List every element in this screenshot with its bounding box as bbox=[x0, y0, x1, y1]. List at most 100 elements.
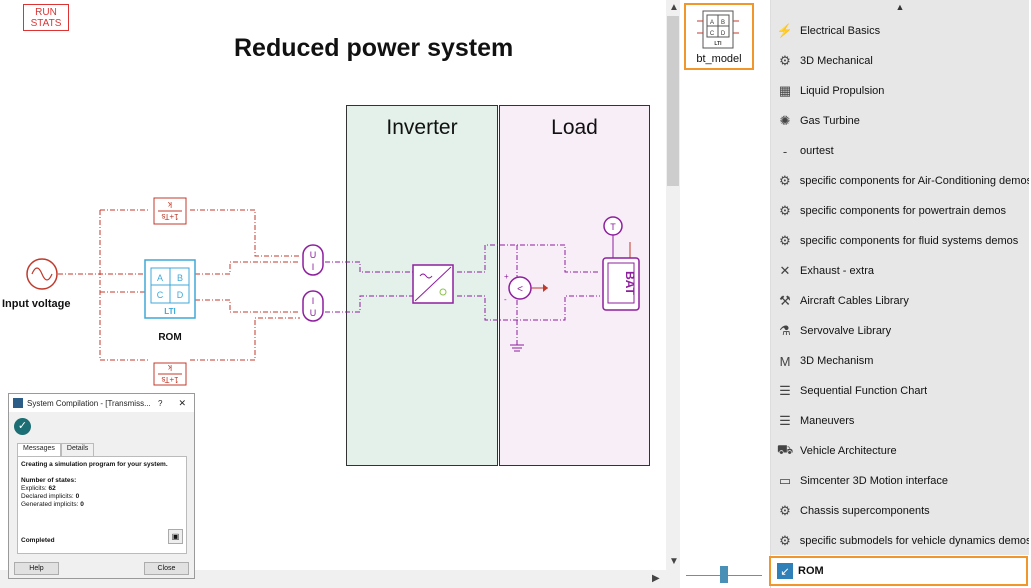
library-item-label: Exhaust - extra bbox=[800, 265, 874, 277]
library-item-label: specific components for fluid systems de… bbox=[800, 235, 1019, 247]
svg-text:A: A bbox=[710, 20, 714, 26]
tab-details[interactable]: Details bbox=[60, 443, 95, 456]
generated-value: 0 bbox=[80, 501, 84, 508]
run-stats-line2: STATS bbox=[30, 18, 62, 29]
library-item[interactable]: M 3D Mechanism bbox=[775, 346, 1029, 376]
lti-cell-d: D bbox=[177, 290, 184, 300]
diagram-svg: Input voltage k 1+Ts k 1+Ts A B C D LTI … bbox=[2, 197, 640, 386]
status-text: Completed bbox=[21, 537, 55, 544]
turbine-icon: ✺ bbox=[779, 113, 791, 128]
library-item[interactable]: ✺Gas Turbine bbox=[775, 106, 1029, 136]
library-item[interactable]: ✕ Exhaust - extra bbox=[775, 256, 1029, 286]
library-item[interactable]: ⚙3D Mechanical bbox=[775, 46, 1029, 76]
svg-text:LTI: LTI bbox=[714, 41, 722, 47]
generated-label: Generated implicits: bbox=[21, 501, 79, 508]
close-button[interactable]: Close bbox=[144, 562, 189, 575]
library-item[interactable]: ⚙ specific components for powertrain demo… bbox=[775, 196, 1029, 226]
svg-text:<: < bbox=[517, 284, 523, 295]
stop-icon[interactable]: ▣ bbox=[168, 529, 183, 544]
close-icon[interactable]: ✕ bbox=[178, 397, 186, 408]
signal-wires bbox=[58, 209, 300, 361]
bt-model-item[interactable]: A B C D LTI bt_model bbox=[684, 3, 754, 70]
lti-label: LTI bbox=[164, 307, 175, 316]
library-item-label: specific components for Air-Conditioning… bbox=[799, 175, 1029, 187]
run-stats-button[interactable]: RUN STATS bbox=[23, 4, 69, 31]
valve-icon: ⚗ bbox=[779, 323, 791, 338]
bt-model-label: bt_model bbox=[696, 53, 742, 65]
inverter-region-label: Inverter bbox=[386, 116, 458, 139]
run-stats-line1: RUN bbox=[35, 7, 57, 18]
library-item[interactable]: ☰Sequential Function Chart bbox=[775, 376, 1029, 406]
library-list[interactable] bbox=[771, 0, 1029, 555]
transfer-function-top-icon: k 1+Ts bbox=[153, 197, 187, 225]
svg-text:U: U bbox=[310, 308, 317, 318]
tf-bottom-den: 1+Ts bbox=[161, 375, 178, 384]
help-button[interactable]: Help bbox=[14, 562, 59, 575]
help-icon[interactable]: ? bbox=[158, 398, 163, 408]
tab-messages[interactable]: Messages bbox=[17, 443, 61, 456]
library-item-label: Simcenter 3D Motion interface bbox=[800, 475, 948, 487]
mechanism-icon: M bbox=[779, 353, 791, 369]
component-icon: ⚙ bbox=[779, 173, 791, 188]
library-item-label: Liquid Propulsion bbox=[800, 85, 885, 97]
component-icon: ⚙ bbox=[779, 203, 791, 218]
maneuver-icon: ☰ bbox=[779, 413, 791, 428]
dialog-tabs: Messages Details bbox=[17, 443, 95, 456]
library-item-label: specific components for powertrain demos bbox=[800, 205, 1007, 217]
rom-icon: ↙ bbox=[777, 563, 793, 579]
library-item[interactable]: ▭ Simcenter 3D Motion interface bbox=[775, 466, 1029, 496]
voltage-sensor-icon: U I bbox=[302, 244, 324, 276]
declared-row: Declared implicits: 0 bbox=[21, 493, 183, 501]
library-item[interactable]: ⚙specific components for fluid systems d… bbox=[775, 226, 1029, 256]
svg-text:T: T bbox=[610, 222, 616, 232]
exhaust-icon: ✕ bbox=[779, 263, 791, 278]
library-item[interactable]: ⚙Chassis supercomponents bbox=[775, 496, 1029, 526]
battery-icon: T BAT bbox=[602, 216, 640, 311]
library-scroll-up-icon[interactable]: ▲ bbox=[895, 2, 905, 12]
library-item[interactable]: ‐ourtest bbox=[775, 136, 1029, 166]
lti-cell-b: B bbox=[177, 273, 183, 283]
current-sensor-icon: I U bbox=[302, 290, 324, 322]
compile-message: Creating a simulation program for your s… bbox=[21, 461, 168, 468]
dialog-titlebar[interactable]: System Compilation - [Transmiss... ? ✕ bbox=[9, 394, 194, 412]
library-item[interactable]: ⚒Aircraft Cables Library bbox=[775, 286, 1029, 316]
lti-cell-c: C bbox=[157, 290, 164, 300]
lti-rom-block-icon: A B C D LTI bbox=[144, 259, 196, 319]
mechanical-icon: ⚙ bbox=[779, 53, 791, 68]
library-item-label: Maneuvers bbox=[800, 415, 855, 427]
library-item[interactable]: ⚙ specific components for Air-Conditionin… bbox=[775, 166, 1029, 196]
tf-top-num: k bbox=[167, 200, 172, 209]
scroll-down-arrow-icon[interactable]: ▼ bbox=[669, 556, 679, 567]
svg-text:B: B bbox=[721, 20, 725, 26]
zoom-slider-thumb[interactable] bbox=[720, 566, 728, 583]
library-item-label: Electrical Basics bbox=[800, 25, 881, 37]
library-item[interactable]: ☰ Maneuvers bbox=[775, 406, 1029, 436]
tf-top-den: 1+Ts bbox=[161, 212, 178, 221]
inverter-region[interactable]: Inverter bbox=[346, 105, 498, 466]
sfc-icon: ☰ bbox=[779, 383, 791, 398]
ground-icon bbox=[510, 340, 524, 352]
library-item-label: 3D Mechanism bbox=[800, 355, 874, 367]
declared-value: 0 bbox=[75, 493, 80, 500]
explicits-value: 62 bbox=[48, 485, 56, 492]
battery-label: BAT bbox=[623, 271, 637, 295]
vehicle-icon: ⛟ bbox=[776, 442, 794, 457]
library-item[interactable]: ⚡Electrical Basics bbox=[775, 16, 1029, 46]
scroll-right-arrow-icon[interactable]: ▶ bbox=[652, 573, 660, 584]
library-item[interactable]: ⚙specific submodels for vehicle dynamics… bbox=[775, 526, 1029, 556]
scroll-up-arrow-icon[interactable]: ▲ bbox=[669, 2, 679, 13]
pane-divider[interactable] bbox=[770, 0, 771, 588]
vertical-scroll-thumb[interactable] bbox=[667, 16, 679, 186]
library-item[interactable]: ▦Liquid Propulsion bbox=[775, 76, 1029, 106]
svg-text:I: I bbox=[312, 296, 315, 306]
motion-icon: ▭ bbox=[778, 473, 792, 488]
sine-source-icon bbox=[26, 258, 58, 290]
rom-label: ROM bbox=[158, 332, 181, 343]
declared-label: Declared implicits: bbox=[21, 493, 74, 500]
library-item-rom[interactable]: ↙ ROM bbox=[769, 556, 1028, 586]
submodel-icon: ⚙ bbox=[779, 533, 791, 548]
library-item[interactable]: ⚗Servovalve Library bbox=[775, 316, 1029, 346]
tf-bottom-num: k bbox=[167, 363, 172, 372]
dialog-title: System Compilation - [Transmiss... bbox=[27, 398, 151, 408]
library-item[interactable]: ⛟Vehicle Architecture bbox=[775, 436, 1029, 466]
